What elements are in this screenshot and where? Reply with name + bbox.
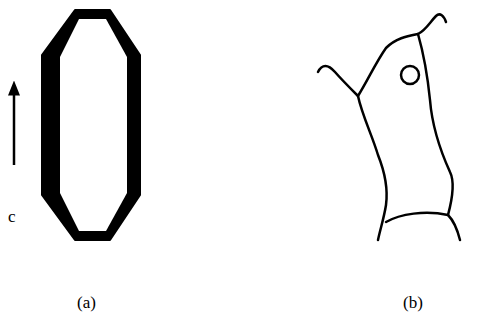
cell-outline	[318, 14, 460, 240]
crystal-face	[60, 19, 127, 231]
cell-inclusion	[401, 66, 419, 84]
c-axis-arrow	[13, 88, 16, 165]
crystal-outline	[42, 10, 140, 240]
panel-label: (a)	[77, 294, 96, 311]
panel-label: (b)	[403, 294, 423, 311]
axis-label: c	[8, 208, 16, 225]
